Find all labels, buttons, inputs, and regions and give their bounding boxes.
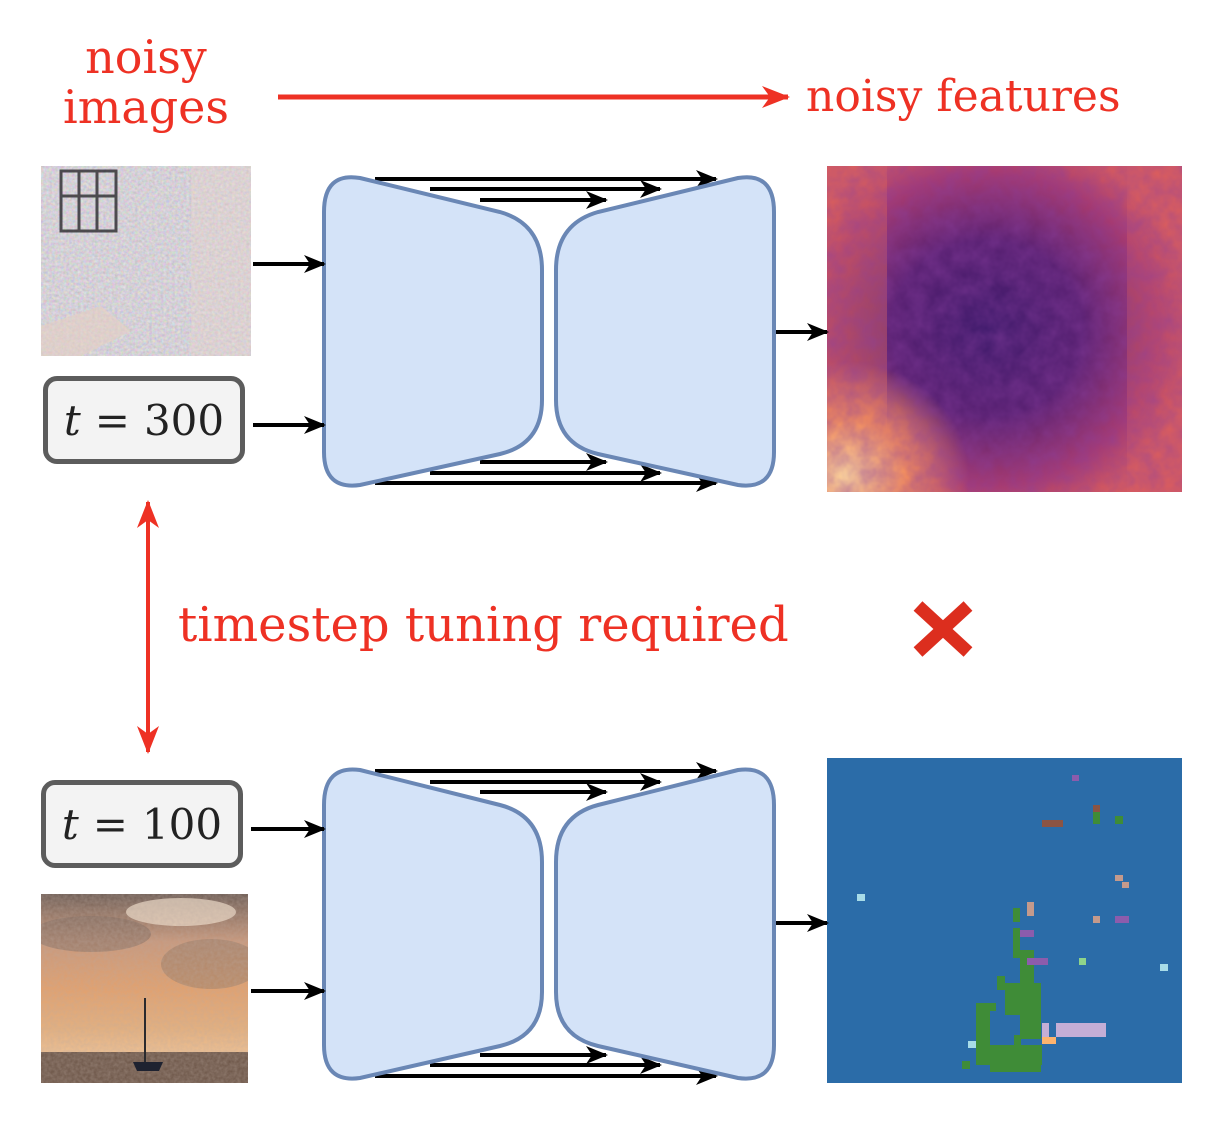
unet-decoder [554, 767, 776, 1081]
noisy-feature-map [827, 166, 1182, 492]
noisy-sunset-image [41, 894, 248, 1083]
noisy-images-line1: noisy [85, 30, 207, 84]
segmentation-image [827, 758, 1182, 1083]
magma-feature-image [827, 166, 1182, 492]
green-segment [962, 810, 1123, 1072]
unet-encoder [322, 767, 544, 1081]
timestep-box-300: t = 300 [43, 376, 245, 464]
unet-decoder [554, 175, 776, 488]
small-segments [857, 775, 1168, 1048]
noisy-input-image-2 [41, 894, 248, 1083]
noisy-indoor-image [41, 166, 251, 356]
noisy-features-label: noisy features [806, 71, 1121, 122]
timestep-variable: t [61, 799, 79, 849]
noisy-images-line2: images [62, 80, 230, 134]
timestep-variable: t [63, 395, 81, 445]
timestep-box-100: t = 100 [41, 780, 243, 868]
unet-encoder [322, 175, 544, 488]
timestep-value: 300 [143, 395, 225, 445]
unet-row-2 [251, 762, 829, 1085]
timestep-equals: = [94, 395, 130, 445]
cross-mark-icon [913, 601, 973, 657]
timestep-value: 100 [141, 799, 223, 849]
segmentation-map [827, 758, 1182, 1083]
noisy-images-label: noisy images [48, 32, 244, 132]
timestep-tuning-label: timestep tuning required [178, 597, 789, 653]
noisy-input-image-1 [41, 166, 251, 356]
unet-row-1 [253, 170, 829, 492]
timestep-equals: = [92, 799, 128, 849]
